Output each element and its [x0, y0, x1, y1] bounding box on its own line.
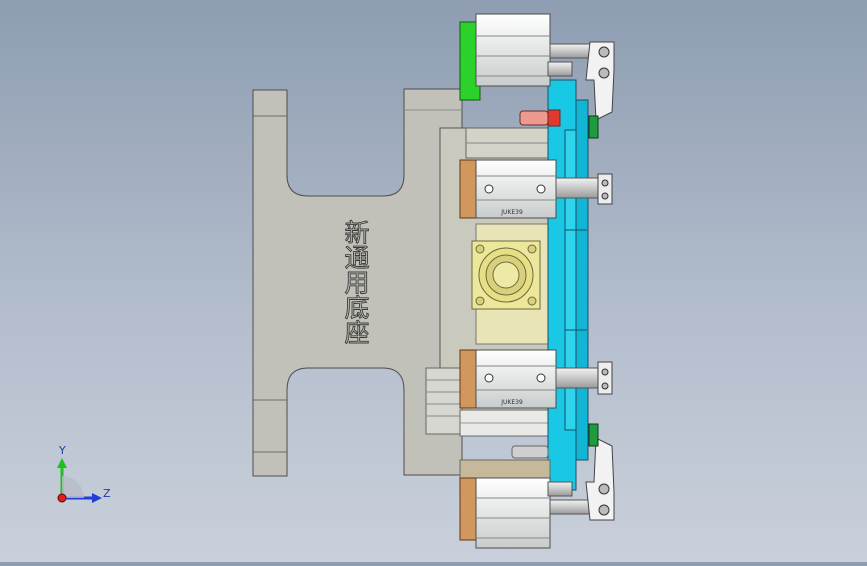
z-axis-arrow-icon	[92, 493, 102, 503]
cylinder-marking-lower: JUKE39	[500, 399, 523, 406]
upper-middle-cylinder[interactable]: JUKE39	[459, 159, 613, 219]
cylinder-marking-upper: JUKE39	[500, 209, 523, 216]
top-toggle-clamp[interactable]	[585, 41, 615, 139]
cyan-mounting-plate[interactable]	[547, 79, 589, 491]
guide-rails[interactable]	[425, 367, 549, 437]
bottom-toggle-clamp[interactable]	[585, 423, 615, 521]
x-axis-dot-icon	[57, 493, 67, 503]
locating-pin-lower[interactable]	[511, 445, 549, 459]
base-label: 新通用底座	[341, 220, 370, 345]
triad-z-label: Z	[103, 487, 111, 500]
triad-y-label: Y	[58, 444, 66, 457]
workpiece[interactable]	[471, 240, 541, 310]
top-clamp-cylinder[interactable]	[459, 13, 593, 101]
locating-pin[interactable]	[519, 109, 561, 127]
lower-middle-cylinder[interactable]: JUKE39	[459, 349, 613, 409]
coordinate-triad: Y Z	[57, 444, 111, 503]
bottom-clamp-cylinder[interactable]	[459, 459, 595, 549]
y-axis-arrow-icon	[57, 458, 67, 468]
